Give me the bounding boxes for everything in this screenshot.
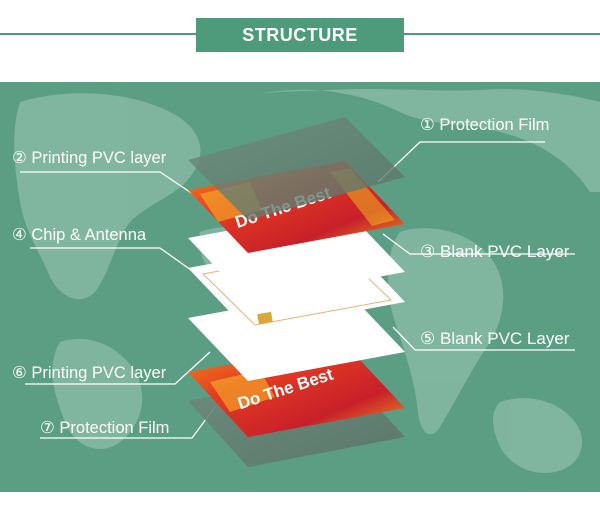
chip-icon bbox=[257, 311, 273, 325]
header-banner bbox=[196, 18, 404, 52]
layer-label-3: ③ Blank PVC Layer bbox=[420, 242, 570, 261]
layer-label-4: ④ Chip & Antenna bbox=[12, 226, 147, 244]
layer-label-7: ⑦ Protection Film bbox=[40, 419, 170, 437]
layer-label-1: ① Protection Film bbox=[420, 116, 550, 134]
card-layer-1-protection-film bbox=[188, 117, 405, 220]
diagram-panel: Do The Best Do The Best ① Protection Fil… bbox=[0, 82, 600, 492]
world-map-background: Do The Best Do The Best bbox=[14, 89, 600, 473]
layer-label-6: ⑥ Printing PVC layer bbox=[12, 364, 167, 382]
page-title: STRUCTURE bbox=[242, 25, 358, 45]
layer-label-2: ② Printing PVC layer bbox=[12, 149, 167, 167]
layer-label-5: ⑤ Blank PVC Layer bbox=[420, 329, 570, 348]
